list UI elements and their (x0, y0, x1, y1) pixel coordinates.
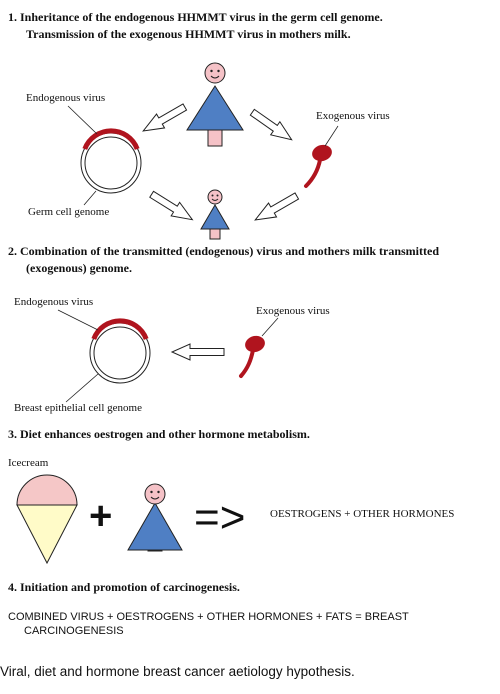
section2-exogenous-label: Exogenous virus (256, 305, 330, 317)
woman-figure (127, 483, 183, 552)
child-figure (200, 189, 230, 240)
equation-line1: COMBINED VIRUS + OESTROGENS + OTHER HORM… (8, 611, 409, 623)
arrow-genome-to-child (149, 190, 194, 221)
arrow-virus-to-breast-genome (170, 343, 225, 361)
section3-heading: 3. Diet enhances oestrogen and other hor… (8, 427, 310, 441)
section2-endogenous-label: Endogenous virus (14, 296, 94, 308)
section2-heading-line2: (exogenous) genome. (26, 261, 132, 275)
plus-sign: + (89, 494, 113, 538)
germ-genome-inner (84, 136, 138, 190)
arrow-mother-to-genome (142, 103, 188, 132)
implies-arrow: => (194, 493, 246, 542)
hormones-result: OESTROGENS + OTHER HORMONES (270, 508, 455, 520)
section2-heading-line1: 2. Combination of the transmitted (endog… (8, 244, 440, 258)
caption: Viral, diet and hormone breast cancer ae… (0, 664, 355, 679)
mother-body (186, 85, 244, 131)
germ-cell-genome-ring (80, 128, 142, 194)
exogenous-pointer-1 (324, 125, 339, 147)
equation-line2: CARCINOGENESIS (24, 625, 124, 637)
arrow-virus-to-child (254, 192, 300, 221)
section1-heading-line1: 1. Inheritance of the endogenous HHMMT v… (8, 10, 383, 24)
mother-figure (186, 62, 244, 147)
endogenous-pointer-1 (67, 105, 98, 135)
endogenous-pointer-2 (57, 309, 99, 331)
arrow-mother-to-virus (249, 108, 293, 141)
section1-exogenous-label: Exogenous virus (316, 110, 390, 122)
section4-heading: 4. Initiation and promotion of carcinoge… (8, 580, 240, 594)
genome-pointer-1 (83, 190, 97, 206)
mother-face (204, 62, 226, 84)
icecream-icon (16, 474, 78, 565)
endogenous-virus-segment-2 (91, 318, 149, 340)
icecream-label: Icecream (8, 457, 49, 469)
section1-heading-line2: Transmission of the exogenous HHMMT viru… (26, 27, 351, 41)
mother-legs (207, 129, 223, 147)
exogenous-pointer-2 (261, 317, 279, 337)
endogenous-virus-segment (82, 128, 140, 150)
breast-genome-ring (89, 318, 151, 384)
genome-pointer-2 (65, 373, 99, 403)
exogenous-virus-1 (304, 144, 332, 188)
section2-genome-label: Breast epithelial cell genome (14, 402, 142, 414)
exogenous-virus-2 (239, 335, 265, 378)
section1-genome-label: Germ cell genome (28, 206, 110, 218)
section1-endogenous-label: Endogenous virus (26, 92, 106, 104)
